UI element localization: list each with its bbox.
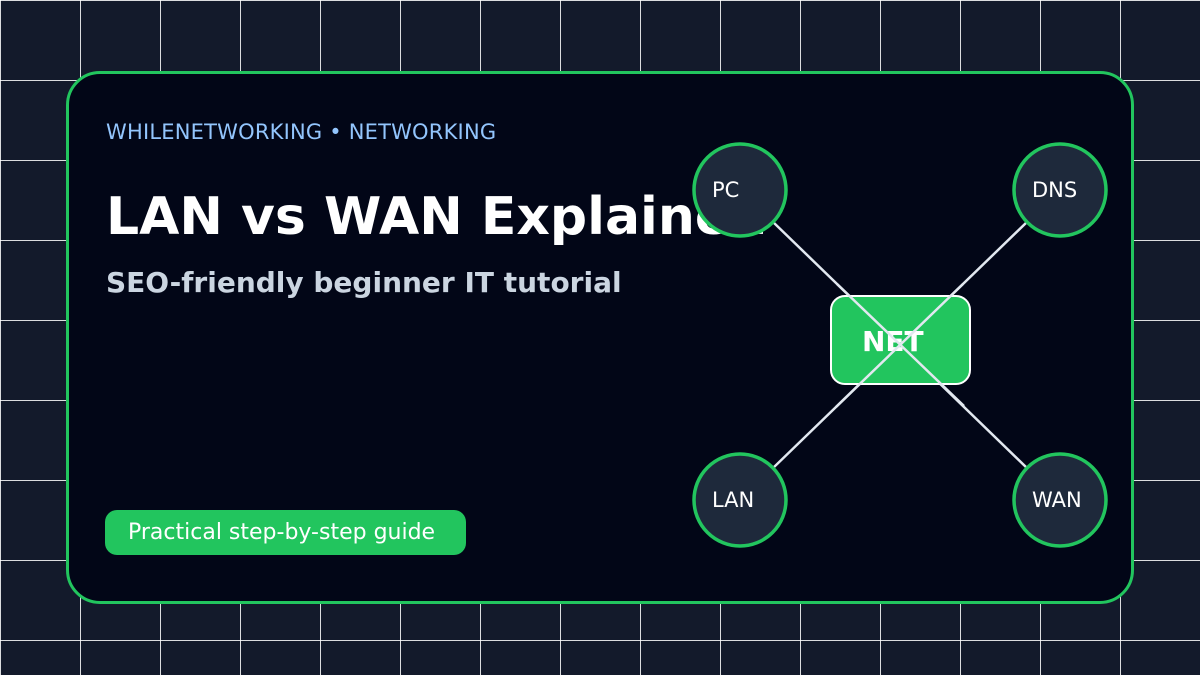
node-dns: DNS bbox=[1012, 142, 1108, 238]
node-pc: PC bbox=[692, 142, 788, 238]
eyebrow-label: WHILENETWORKING • NETWORKING bbox=[106, 120, 497, 144]
hub-crossing-lines bbox=[835, 283, 965, 408]
page-title: LAN vs WAN Explained bbox=[106, 187, 768, 247]
hub-crossing-line-dns-lan bbox=[835, 283, 964, 408]
node-pc-label: PC bbox=[712, 178, 739, 202]
node-dns-label: DNS bbox=[1032, 178, 1077, 202]
node-pc-circle bbox=[692, 142, 788, 238]
network-hub-box bbox=[830, 295, 971, 385]
network-hub: NET bbox=[830, 295, 971, 385]
node-wan-circle bbox=[1012, 452, 1108, 548]
node-lan-circle bbox=[692, 452, 788, 548]
node-lan-label: LAN bbox=[712, 488, 754, 512]
node-wan-label: WAN bbox=[1032, 488, 1082, 512]
node-lan: LAN bbox=[692, 452, 788, 548]
page-subtitle: SEO-friendly beginner IT tutorial bbox=[106, 266, 622, 299]
node-dns-circle bbox=[1012, 142, 1108, 238]
node-wan: WAN bbox=[1012, 452, 1108, 548]
guide-badge: Practical step-by-step guide bbox=[105, 510, 466, 555]
